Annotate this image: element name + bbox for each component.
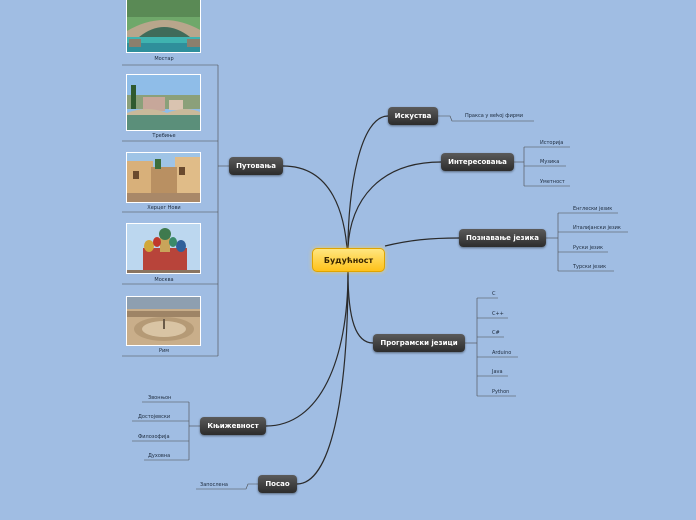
caption-moscow: Москва — [154, 277, 174, 283]
leaf-languages-0[interactable]: Енглески језик — [573, 206, 613, 212]
branch-experience-label: Искуства — [394, 112, 432, 120]
herceg-novi-image — [127, 153, 200, 202]
branch-languages-label: Познавање језика — [466, 234, 539, 242]
leaf-literature-0[interactable]: Звонњон — [148, 395, 172, 401]
leaf-languages-3[interactable]: Турски језик — [573, 264, 607, 270]
photo-rome[interactable] — [126, 296, 201, 346]
branch-literature[interactable]: Књижевност — [200, 417, 266, 435]
link-literature — [265, 271, 349, 427]
branch-programming[interactable]: Програмски језици — [373, 334, 465, 352]
branch-travel[interactable]: Путовања — [229, 157, 283, 175]
photo-herceg-novi[interactable] — [126, 152, 201, 203]
central-topic[interactable]: Будућност — [312, 248, 385, 272]
leaf-literature-3[interactable]: Духовна — [148, 453, 171, 459]
branch-travel-label: Путовања — [236, 162, 276, 170]
link-interests — [347, 161, 442, 249]
caption-trebinje: Требиње — [152, 133, 176, 139]
trebinje-image — [127, 75, 200, 130]
leaf-literature-1[interactable]: Достојевски — [138, 414, 171, 420]
link-job — [296, 271, 349, 485]
photo-mostar[interactable] — [126, 0, 201, 53]
caption-mostar: Мостар — [154, 56, 174, 62]
branch-job-label: Посао — [265, 480, 290, 488]
branch-programming-label: Програмски језици — [380, 339, 458, 347]
leaf-programming-5[interactable]: Python — [492, 389, 510, 395]
branch-languages[interactable]: Познавање језика — [459, 229, 546, 247]
caption-rome: Рим — [158, 348, 170, 354]
leaf-experience-0[interactable]: Пракса у већој фирми — [465, 113, 524, 119]
branch-interests-label: Интересовања — [448, 158, 507, 166]
leaf-interests-2[interactable]: Уметност — [540, 179, 565, 185]
leaf-languages-2[interactable]: Руски језик — [573, 245, 603, 251]
leaf-programming-2[interactable]: C# — [492, 330, 500, 336]
central-topic-label: Будућност — [323, 255, 374, 265]
leaf-interests-1[interactable]: Музика — [540, 159, 560, 165]
branch-interests[interactable]: Интересовања — [441, 153, 514, 171]
moscow-cathedral-image — [127, 224, 200, 273]
leaf-programming-3[interactable]: Arduino — [492, 350, 512, 356]
photo-moscow[interactable] — [126, 223, 201, 274]
leaf-interests-0[interactable]: Историја — [540, 140, 564, 146]
mostar-bridge-image — [127, 0, 200, 52]
rome-square-image — [127, 297, 200, 345]
caption-herceg-novi: Херцег Нови — [147, 205, 181, 211]
leaf-programming-1[interactable]: C++ — [492, 311, 504, 317]
photo-trebinje[interactable] — [126, 74, 201, 131]
link-languages — [384, 237, 460, 247]
leaf-languages-1[interactable]: Италијански језик — [573, 225, 621, 231]
leaf-programming-4[interactable]: Java — [492, 369, 503, 375]
branch-literature-label: Књижевност — [207, 422, 259, 430]
branch-experience[interactable]: Искуства — [388, 107, 438, 125]
leaf-job-0[interactable]: Запослена — [200, 482, 228, 488]
leaf-programming-0[interactable]: C — [492, 291, 496, 297]
link-experience — [347, 115, 389, 249]
leaf-literature-2[interactable]: Филозофија — [138, 434, 170, 440]
branch-job[interactable]: Посао — [258, 475, 297, 493]
link-programming — [347, 271, 374, 344]
